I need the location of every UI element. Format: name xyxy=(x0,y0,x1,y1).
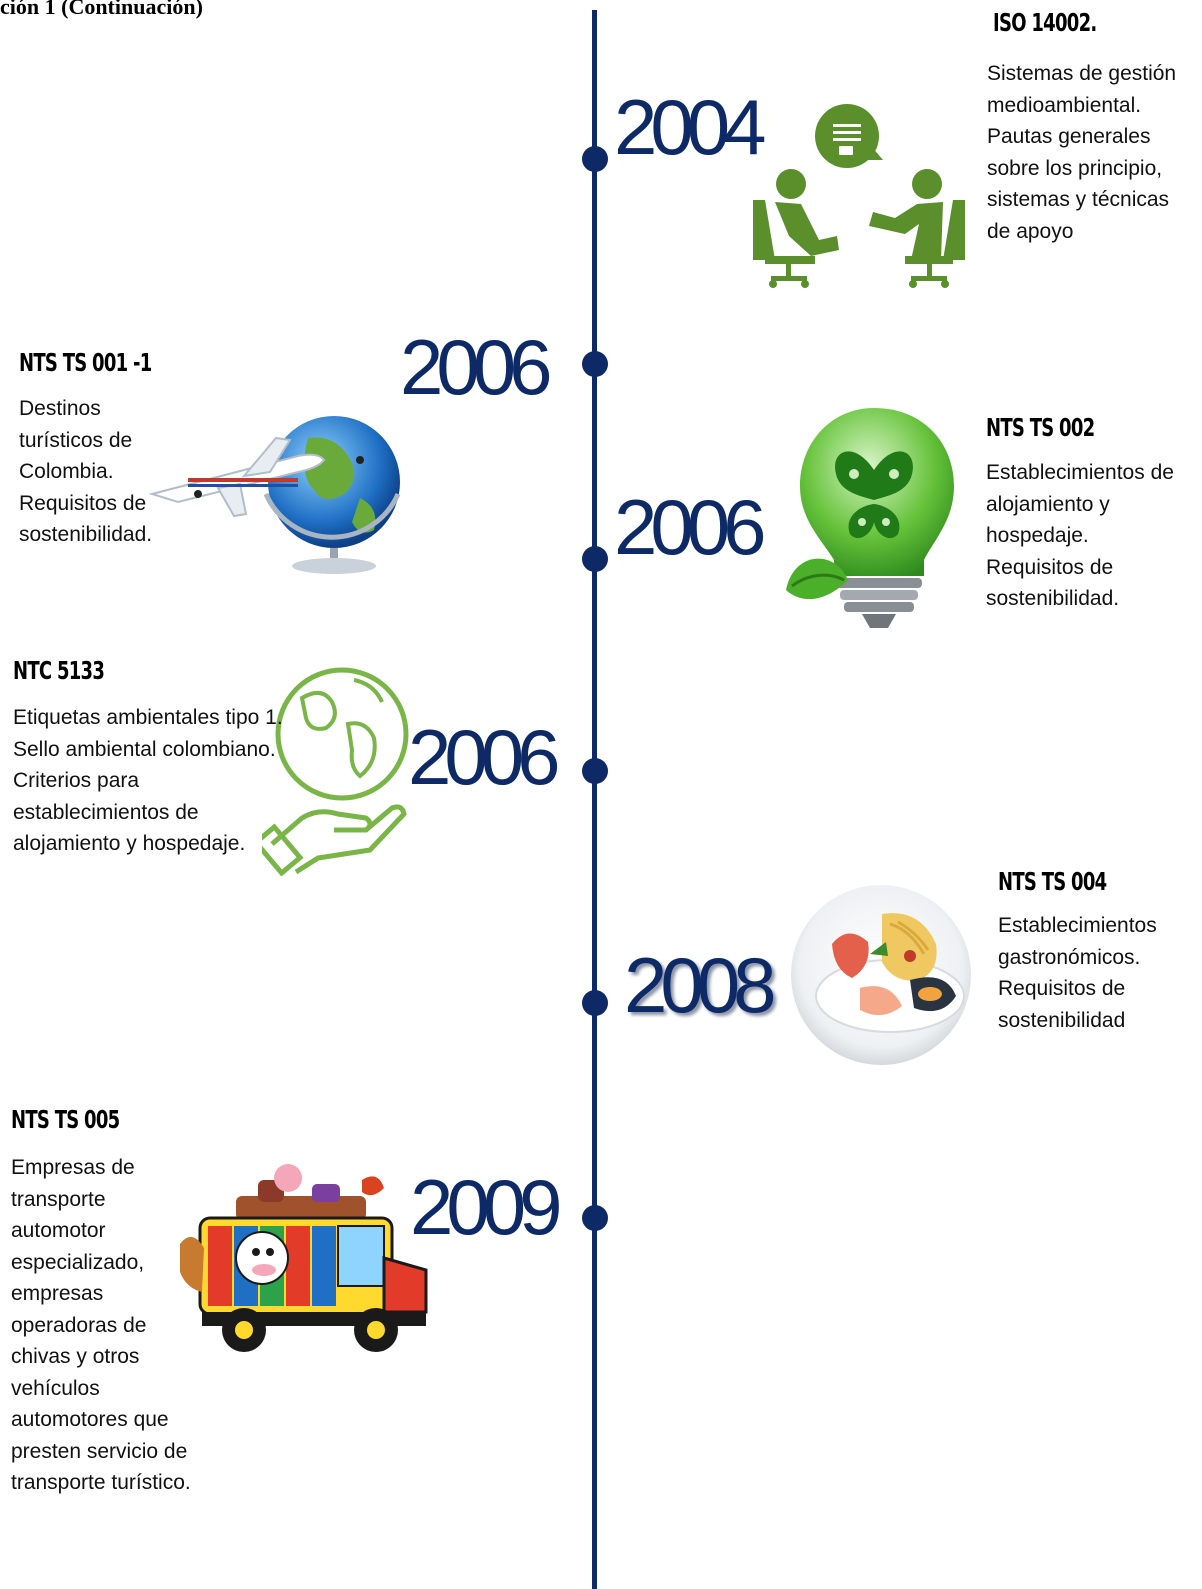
page-heading: ción 1 (Continuación) xyxy=(0,0,203,19)
earth-hand-icon xyxy=(252,658,412,877)
timeline-dot-2006-b xyxy=(582,546,608,572)
norm-title-nts-ts-005: NTS TS 005 xyxy=(11,1105,120,1134)
consultation-people-icon xyxy=(745,100,973,292)
norm-title-nts-ts-001: NTS TS 001 -1 xyxy=(19,348,152,377)
norm-title-nts-ts-002: NTS TS 002 xyxy=(986,413,1095,442)
chiva-bus-icon xyxy=(172,1162,434,1364)
norm-description-iso-14002: Sistemas de gestión medioambiental. Paut… xyxy=(987,62,1177,243)
year-label-2008: 2008 xyxy=(624,941,777,1029)
year-label-2006-a: 2006 xyxy=(400,323,553,411)
norm-description-nts-ts-002: Establecimientos de alojamiento y hosped… xyxy=(986,461,1174,610)
timeline-dot-2006-c xyxy=(582,758,608,784)
norm-title-ntc-5133: NTC 5133 xyxy=(13,656,105,685)
globe-airplane-icon xyxy=(148,398,410,576)
eco-lightbulb-icon xyxy=(784,400,970,636)
timeline-dot-2008 xyxy=(582,990,608,1016)
norm-description-nts-ts-001: Destinos turísticos de Colombia. Requisi… xyxy=(19,397,153,546)
year-label-2009: 2009 xyxy=(410,1163,563,1251)
norm-title-nts-ts-004: NTS TS 004 xyxy=(998,867,1107,896)
year-label-2004: 2004 xyxy=(614,83,767,171)
year-label-2006-b: 2006 xyxy=(614,483,767,571)
norm-description-ntc-5133: Etiquetas ambientales tipo 1. Sello ambi… xyxy=(13,706,283,855)
norm-description-nts-ts-004: Establecimientos gastronómicos. Requisit… xyxy=(998,914,1157,1032)
norm-title-iso-14002: ISO 14002. xyxy=(993,8,1097,37)
timeline-dot-2009 xyxy=(582,1205,608,1231)
food-plate-icon xyxy=(790,884,972,1066)
timeline-dot-2004 xyxy=(582,146,608,172)
timeline-dot-2006-a xyxy=(582,351,608,377)
timeline-axis xyxy=(592,10,597,1589)
year-label-2006-c: 2006 xyxy=(408,713,561,801)
norm-description-nts-ts-005: Empresas de transporte automotor especia… xyxy=(11,1156,191,1494)
